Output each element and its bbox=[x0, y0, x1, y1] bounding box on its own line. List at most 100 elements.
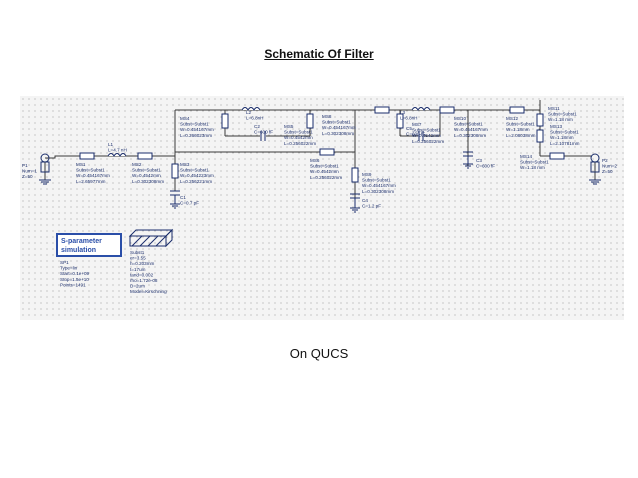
ms1-symbol[interactable] bbox=[79, 152, 95, 160]
sp-sim-params: SP1Type=linStart=0.1e+09Stop=1.5e+10Poin… bbox=[60, 260, 90, 287]
comp-c5-label-0: C5 bbox=[406, 126, 412, 131]
comp-ms3-label-0: MS3 bbox=[180, 162, 190, 167]
port-p2-label-2: Z=50 bbox=[602, 169, 613, 174]
comp-ms13-label-0: MS13 bbox=[550, 124, 562, 129]
wire-input bbox=[45, 155, 175, 159]
comp-ms12-label-0: MS12 bbox=[506, 116, 518, 121]
port-p1-label-2: Z=50 bbox=[22, 174, 33, 179]
c2-symbol[interactable] bbox=[260, 131, 266, 141]
comp-ms4-label-3: L=0.266023mm bbox=[180, 133, 212, 138]
comp-ms10-label-2: W=0.454167mm bbox=[454, 127, 488, 132]
ms12-h-symbol[interactable] bbox=[509, 106, 525, 114]
comp-ms2-label-2: W=0.4542mm bbox=[132, 173, 161, 178]
comp-l1-label-0: L1 bbox=[108, 142, 114, 147]
sp-sim-param-label-3: Stop=1.5e+10 bbox=[60, 277, 89, 282]
ms10-symbol[interactable] bbox=[439, 106, 455, 114]
c1-symbol[interactable] bbox=[170, 190, 180, 209]
ms5-symbol[interactable] bbox=[306, 113, 314, 129]
ms14-symbol[interactable] bbox=[549, 152, 565, 160]
comp-c1-label-0: C1 bbox=[180, 195, 186, 200]
comp-ms1-label-3: L=2.65977mm bbox=[76, 179, 106, 184]
ms3-symbol[interactable] bbox=[171, 163, 179, 179]
comp-ms6-label-0: MS6 bbox=[310, 158, 320, 163]
comp-ms14-label-1: Subst=Subst1 bbox=[520, 160, 549, 165]
comp-ms4-label-1: Subst=Subst1 bbox=[180, 122, 209, 127]
comp-c2-label-0: C2 bbox=[254, 124, 260, 129]
substrate-param-label-0: Subst1 bbox=[130, 250, 145, 255]
comp-ms8-label-1: Subst=Subst1 bbox=[322, 120, 351, 125]
comp-ms2-label-0: MS2 bbox=[132, 162, 142, 167]
c5-symbol[interactable] bbox=[418, 131, 424, 141]
ms6-symbol[interactable] bbox=[319, 148, 335, 156]
comp-ms5-label-2: W=0.4542mm bbox=[284, 135, 313, 140]
ms8-symbol[interactable] bbox=[374, 106, 390, 114]
port-p1-label-1: Num=1 bbox=[22, 169, 37, 174]
schematic-svg: S-parameter simulation SP1Type=linStart=… bbox=[22, 100, 617, 294]
l3-symbol[interactable] bbox=[411, 107, 431, 111]
comp-l1-label-1: L=4.7 nH bbox=[108, 148, 127, 153]
comp-c2-label-1: C=600 fF bbox=[254, 130, 273, 135]
l2-symbol[interactable] bbox=[241, 107, 261, 111]
comp-ms10-label-0: MS10 bbox=[454, 116, 466, 121]
component-labels: MS1Subst=Subst1W=0.454167mmL=2.65977mmL1… bbox=[22, 106, 617, 209]
comp-ms5-label-0: MS5 bbox=[284, 124, 294, 129]
comp-ms13-label-1: Subst=Subst1 bbox=[550, 130, 579, 135]
sp-sim-title-1: S-parameter bbox=[61, 238, 102, 245]
comp-ms3-label-3: L=0.256221mm bbox=[180, 179, 212, 184]
comp-ms1-label-1: Subst=Subst1 bbox=[76, 168, 105, 173]
ms9-symbol[interactable] bbox=[351, 167, 359, 183]
sp-simulation-block[interactable]: S-parameter simulation bbox=[56, 233, 122, 257]
port-p1[interactable] bbox=[39, 153, 51, 185]
comp-ms7-label-3: L=0.256022mm bbox=[412, 139, 444, 144]
ms13-symbol[interactable] bbox=[536, 129, 544, 143]
comp-ms8-label-3: L=0.302308mm bbox=[322, 131, 354, 136]
substrate-param-label-4: tand=0.002 bbox=[130, 272, 154, 277]
comp-ms5-label-1: Subst=Subst1 bbox=[284, 130, 313, 135]
comp-ms11-label-0: MS11 bbox=[548, 106, 560, 111]
comp-ms9-label-3: L=0.302308mm bbox=[362, 189, 394, 194]
comp-ms13-label-3: L=2.10781mm bbox=[550, 141, 580, 146]
comp-ms9-label-0: MS9 bbox=[362, 172, 372, 177]
substrate-param-label-2: h=0.203mm bbox=[130, 261, 155, 266]
comp-ms6-label-2: W=0.4542mm bbox=[310, 169, 339, 174]
port-p2-label-0: P2 bbox=[602, 158, 608, 163]
comp-ms2-label-3: L=0.302308mm bbox=[132, 179, 164, 184]
comp-c5-label-1: C=600 fF bbox=[406, 132, 425, 137]
comp-ms9-label-1: Subst=Subst1 bbox=[362, 178, 391, 183]
ms4-symbol[interactable] bbox=[221, 113, 229, 129]
comp-ms11-label-1: Subst=Subst1 bbox=[548, 112, 577, 117]
comp-ms14-label-2: W=1.18 mm bbox=[520, 165, 545, 170]
comp-ms10-label-1: Subst=Subst1 bbox=[454, 122, 483, 127]
comp-ms6-label-3: L=0.256022mm bbox=[310, 175, 342, 180]
comp-c3-label-1: C=600 fF bbox=[476, 164, 495, 169]
comp-l2-label-1: L=6.8nH bbox=[246, 116, 264, 121]
l1-symbol[interactable] bbox=[107, 153, 127, 157]
port-p1-label-0: P1 bbox=[22, 163, 28, 168]
sp-sim-title-2: simulation bbox=[61, 247, 96, 254]
c3-symbol[interactable] bbox=[463, 151, 473, 169]
comp-ms8-label-0: MS8 bbox=[322, 114, 332, 119]
sp-sim-frame bbox=[56, 233, 122, 257]
comp-ms2-label-1: Subst=Subst1 bbox=[132, 168, 161, 173]
port-p2[interactable] bbox=[589, 153, 601, 185]
comp-c3-label-0: C3 bbox=[476, 158, 482, 163]
comp-ms9-label-2: W=0.454167mm bbox=[362, 183, 396, 188]
substrate-params: Subst1er=3.55h=0.203mmt=17umtand=0.002rh… bbox=[130, 250, 167, 294]
substrate-param-label-5: rho=1.72e-08 bbox=[130, 278, 158, 283]
comp-c1-label-1: C=0.7 pF bbox=[180, 201, 199, 206]
ms7-symbol[interactable] bbox=[396, 113, 404, 129]
comp-ms3-label-2: W=0.454223mm bbox=[180, 173, 214, 178]
substrate-param-label-6: D=2um bbox=[130, 284, 145, 289]
port-p2-label-1: Num=2 bbox=[602, 164, 617, 169]
c4-symbol[interactable] bbox=[350, 193, 360, 213]
comp-ms13-label-2: W=1.18mm bbox=[550, 135, 574, 140]
substrate-param-label-7: Model=Kirschning bbox=[130, 289, 167, 294]
comp-ms6-label-1: Subst=Subst1 bbox=[310, 164, 339, 169]
comp-ms10-label-3: L=0.302308mm bbox=[454, 133, 486, 138]
comp-c4-label-1: C=1.2 pF bbox=[362, 204, 381, 209]
sp-sim-param-label-2: Start=0.1e+09 bbox=[60, 271, 90, 276]
ms11-symbol[interactable] bbox=[536, 113, 544, 127]
substrate-symbol[interactable] bbox=[128, 228, 174, 248]
ms2-symbol[interactable] bbox=[137, 152, 153, 160]
comp-c4-label-0: C4 bbox=[362, 198, 368, 203]
